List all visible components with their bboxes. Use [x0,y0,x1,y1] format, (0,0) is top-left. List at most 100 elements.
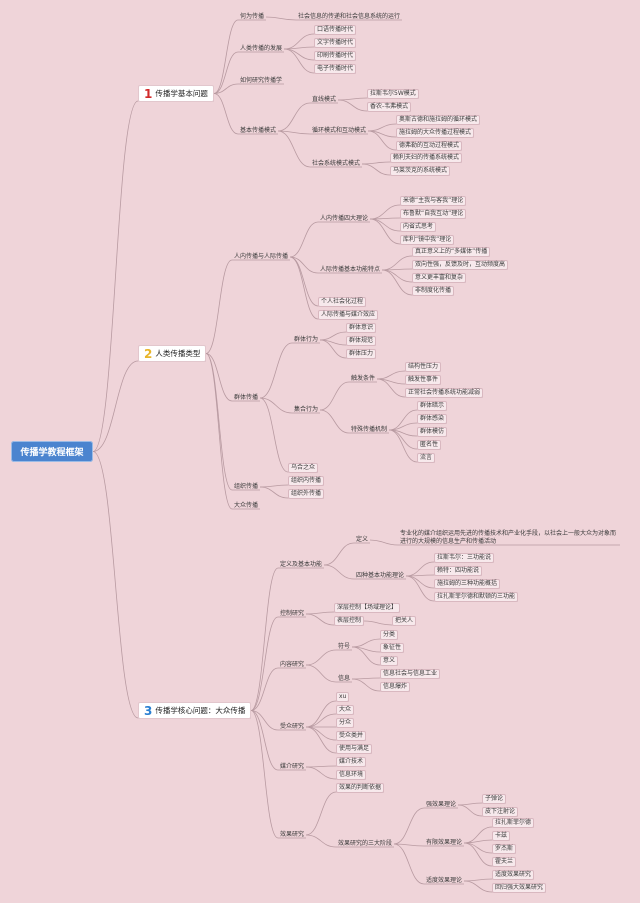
node-n35[interactable]: 群体意识 [346,323,377,333]
node-n25[interactable]: 库利“镜中我”理论 [400,235,455,245]
node-n20[interactable]: 人内传播与人际传播 [234,253,289,260]
node-n29[interactable]: 意义更丰富和复杂 [412,273,467,283]
node-n23[interactable]: 布鲁默“自我互动”理论 [400,209,467,219]
node-n36[interactable]: 群体规范 [346,336,377,346]
node-n61[interactable]: 拉扎斯菲尔德和默顿的三功能 [434,592,519,602]
node-n64[interactable]: 表层控制 [334,616,365,626]
node-n32[interactable]: 人际传播与媒介效应 [318,310,379,320]
node-n7[interactable]: 电子传播时代 [314,64,357,74]
node-n34[interactable]: 群体行为 [294,336,319,343]
node-n27[interactable]: 真正意义上的“多媒体”传播 [412,247,491,257]
node-n55[interactable]: 定义 [356,536,369,543]
node-n45[interactable]: 群体感染 [417,414,448,424]
node-n74[interactable]: 受众研究 [280,723,305,730]
node-n11[interactable]: 拉斯韦尔5W模式 [367,89,419,99]
node-n94[interactable]: 适度效果理论 [426,877,463,884]
node-n85[interactable]: 效果研究的三大阶段 [338,840,393,847]
node-n89[interactable]: 有限效果理论 [426,839,463,846]
node-n73[interactable]: 信息爆炸 [380,682,411,692]
node-n44[interactable]: 群体暗示 [417,401,448,411]
node-n87[interactable]: 子弹论 [482,794,507,804]
node-n83[interactable]: 效果研究 [280,831,305,838]
node-n92[interactable]: 罗杰斯 [492,844,517,854]
node-n79[interactable]: 使用与满足 [336,744,373,754]
node-n62[interactable]: 控制研究 [280,610,305,617]
node-n42[interactable]: 正常社会传播系统功能减弱 [405,388,484,398]
node-n57[interactable]: 四种基本功能理论 [356,572,405,579]
node-n8[interactable]: 如何研究传播学 [240,77,283,84]
node-n56[interactable]: 专业化的媒介组织运用先进的传播技术和产业化手段，以社会上一般大众为对象而进行的大… [400,530,617,545]
root-node[interactable]: 传播学教程框架 [11,441,93,462]
node-n38[interactable]: 集合行为 [294,406,319,413]
node-n31[interactable]: 个人社会化过程 [318,297,367,307]
node-n95[interactable]: 适度效果研究 [492,870,535,880]
node-n75[interactable]: xu [336,692,350,702]
node-n65[interactable]: 把关人 [392,616,417,626]
node-n50[interactable]: 组织传播 [234,483,259,490]
section-1-heading[interactable]: 1 传播学基本问题 [138,85,214,102]
node-n22[interactable]: 米德“主我与客我”理论 [400,196,467,206]
node-n66[interactable]: 内容研究 [280,661,305,668]
node-n47[interactable]: 匿名性 [417,440,442,450]
node-n33[interactable]: 群体传播 [234,394,259,401]
node-n93[interactable]: 霍夫兰 [492,857,517,867]
node-n77[interactable]: 分众 [336,718,355,728]
node-n5[interactable]: 文字传播时代 [314,38,357,48]
node-n69[interactable]: 象征性 [380,643,405,653]
node-n3[interactable]: 人类传播的发展 [240,45,283,52]
node-n60[interactable]: 施拉姆的三种功能概括 [434,579,501,589]
node-n70[interactable]: 意义 [380,656,399,666]
node-n63[interactable]: 深层控制【场域理论】 [334,603,401,613]
node-n91[interactable]: 卡兹 [492,831,511,841]
node-n26[interactable]: 人际传播基本功能特点 [320,266,381,273]
node-n58[interactable]: 拉斯韦尔：三功能说 [434,553,495,563]
node-n46[interactable]: 群体模仿 [417,427,448,437]
node-n6[interactable]: 印刷传播时代 [314,51,357,61]
node-n28[interactable]: 双向性强，反馈及时，互动频度高 [412,260,509,270]
node-n14[interactable]: 奥斯古德和施拉姆的循环模式 [396,115,481,125]
node-n41[interactable]: 触发性事件 [405,375,442,385]
node-n24[interactable]: 内省式思考 [400,222,437,232]
node-n51[interactable]: 组织内传播 [288,476,325,486]
node-n9[interactable]: 基本传播模式 [240,127,277,134]
node-n4[interactable]: 口语传播时代 [314,25,357,35]
node-n15[interactable]: 施拉姆的大众传播过程模式 [396,128,475,138]
node-n13[interactable]: 循环模式和互动模式 [312,127,367,134]
node-n54[interactable]: 定义及基本功能 [280,561,323,568]
node-n53[interactable]: 大众传播 [234,502,259,509]
node-n40[interactable]: 结构性压力 [405,362,442,372]
node-n90[interactable]: 拉扎斯菲尔德 [492,818,535,828]
node-n19[interactable]: 马莱茨克的系统模式 [390,166,451,176]
node-n67[interactable]: 符号 [338,643,351,650]
node-n68[interactable]: 分类 [380,630,399,640]
section-2-heading[interactable]: 2 人类传播类型 [138,345,207,362]
node-n1[interactable]: 何为传播 [240,13,265,20]
section-3-heading[interactable]: 3 传播学核心问题：大众传播 [138,702,252,719]
node-n84[interactable]: 效果的判断依据 [336,783,385,793]
node-n80[interactable]: 媒介研究 [280,763,305,770]
node-n21[interactable]: 人内传播四大理论 [320,215,369,222]
node-n82[interactable]: 信息环境 [336,770,367,780]
node-n72[interactable]: 信息社会与信息工业 [380,669,441,679]
node-n49[interactable]: 乌合之众 [288,463,319,473]
node-n86[interactable]: 强效果理论 [426,801,457,808]
node-n43[interactable]: 特殊传播机制 [351,426,388,433]
node-n88[interactable]: 皮下注射论 [482,807,519,817]
node-n2[interactable]: 社会信息的传递和社会信息系统的运行 [298,13,401,20]
node-n71[interactable]: 信息 [338,675,351,682]
node-n59[interactable]: 赖特：四功能说 [434,566,483,576]
node-n39[interactable]: 触发条件 [351,375,376,382]
node-n78[interactable]: 受众类并 [336,731,367,741]
node-n76[interactable]: 大众 [336,705,355,715]
node-n17[interactable]: 社会系统模式模式 [312,160,361,167]
node-n96[interactable]: 回归强大效果研究 [492,883,547,893]
node-n12[interactable]: 香农-韦弗模式 [367,102,412,112]
node-n10[interactable]: 直线模式 [312,96,337,103]
node-n30[interactable]: 非制度化传播 [412,286,455,296]
node-n18[interactable]: 赖利夫妇的传播系统模式 [390,153,463,163]
node-n48[interactable]: 流言 [417,453,436,463]
node-n52[interactable]: 组织外传播 [288,489,325,499]
node-n16[interactable]: 德弗勒的互动过程模式 [396,141,463,151]
node-n37[interactable]: 群体压力 [346,349,377,359]
node-n81[interactable]: 媒介技术 [336,757,367,767]
